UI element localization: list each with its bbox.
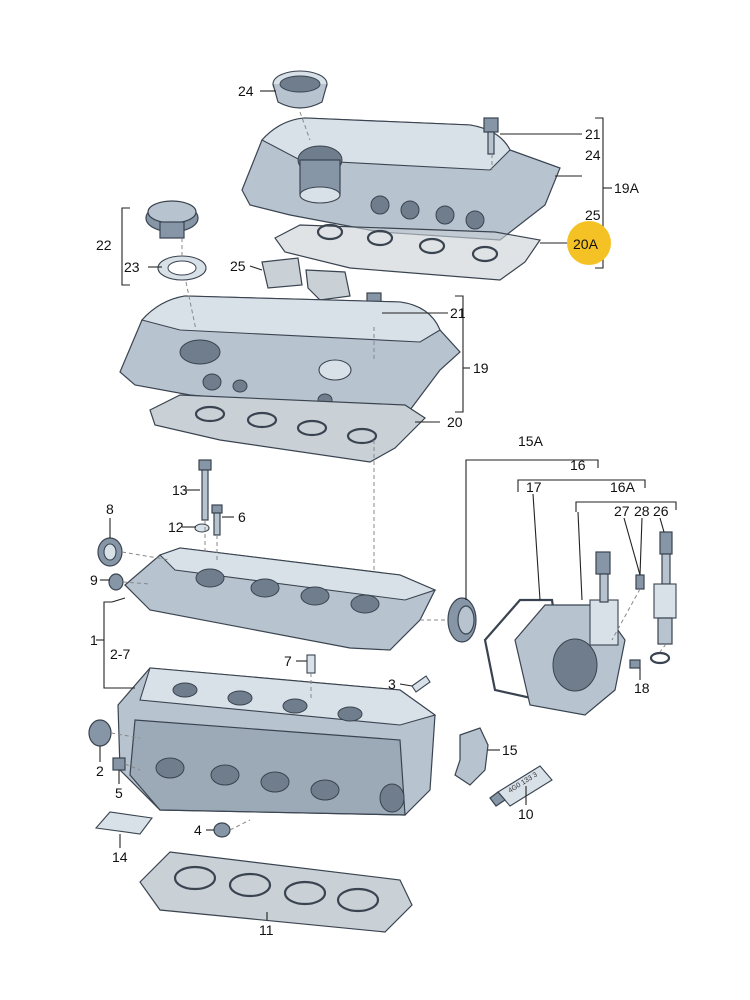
callout-11: 11 (259, 922, 274, 938)
callout-22: 22 (96, 237, 112, 253)
callout-14: 14 (112, 849, 128, 865)
callout-4: 4 (194, 822, 202, 838)
callout-7: 7 (284, 653, 292, 669)
bolt-28-illustration (635, 574, 645, 590)
pin-7-illustration (306, 654, 316, 674)
oil-filler-cap-22-illustration (145, 200, 199, 239)
small-gaskets-25-illustration (261, 257, 351, 301)
callout-19: 19 (473, 360, 489, 376)
bracket-15-illustration (454, 727, 489, 786)
plug-2-illustration (88, 719, 112, 747)
sensor-26-illustration (653, 531, 677, 645)
seal-23-illustration (157, 255, 207, 281)
callout-23: 23 (124, 259, 140, 275)
callout-16: 16 (570, 457, 586, 473)
callout-26: 26 (653, 503, 669, 519)
callout-5: 5 (115, 785, 123, 801)
assembly-guide-lines (110, 111, 667, 831)
cylinder-head-cover-19a-illustration (241, 117, 561, 241)
callout-21-top: 21 (585, 126, 601, 142)
plug-9-illustration (108, 573, 124, 591)
callout-27: 27 (614, 503, 630, 519)
callout-3: 3 (388, 676, 396, 692)
callout-labels: 24 21 24 19A 25 20A 22 23 25 21 19 20 15… (90, 83, 669, 938)
callout-17: 17 (526, 479, 542, 495)
seal-ring-24-illustration (272, 70, 328, 109)
cylinder-head-1-illustration (117, 667, 437, 816)
callout-13: 13 (172, 482, 188, 498)
screw-5-illustration (112, 757, 126, 771)
seal-8-illustration (97, 537, 123, 567)
callout-20a: 20A (573, 236, 599, 252)
bolt-21-upper-illustration (483, 117, 499, 155)
callout-8: 8 (106, 501, 114, 517)
stud-3-illustration (411, 675, 431, 693)
bolt-18-illustration (629, 659, 641, 669)
sealant-tube-10-illustration: 4G0 133 3 (489, 765, 553, 807)
callout-25-right: 25 (585, 207, 601, 223)
leader-lines (96, 90, 677, 920)
bolt-13-illustration (198, 459, 212, 521)
callout-6: 6 (238, 509, 246, 525)
gasket-20a-illustration (274, 223, 542, 281)
callout-28: 28 (634, 503, 650, 519)
cylinder-head-cover-19-illustration (119, 295, 461, 411)
callout-19a: 19A (614, 180, 640, 196)
camshaft-housing-illustration (124, 547, 437, 651)
gasket-20-illustration (149, 394, 426, 463)
plug-4-illustration (213, 822, 231, 838)
callout-2-7: 2-7 (110, 646, 130, 662)
callout-15: 15 (502, 742, 518, 758)
callout-16a: 16A (610, 479, 636, 495)
callout-9: 9 (90, 572, 98, 588)
callout-21-lower: 21 (450, 305, 466, 321)
bolt-6-illustration (211, 504, 223, 536)
callout-2: 2 (96, 763, 104, 779)
plate-14-illustration (94, 811, 153, 835)
callout-12: 12 (168, 519, 184, 535)
o-ring-18-illustration (649, 651, 671, 665)
callout-10: 10 (518, 806, 534, 822)
housing-16-illustration (514, 551, 626, 716)
head-gasket-11-illustration (139, 851, 413, 933)
callout-24-top: 24 (238, 83, 254, 99)
callout-18: 18 (634, 680, 650, 696)
callout-25-left: 25 (230, 258, 246, 274)
highlight-marker-20a (567, 221, 611, 265)
callout-15a: 15A (518, 433, 544, 449)
callout-24-right: 24 (585, 147, 601, 163)
camshaft-pulley-illustration (447, 597, 477, 643)
callout-1: 1 (90, 632, 98, 648)
washer-12-illustration (194, 523, 210, 533)
callout-20: 20 (447, 414, 463, 430)
